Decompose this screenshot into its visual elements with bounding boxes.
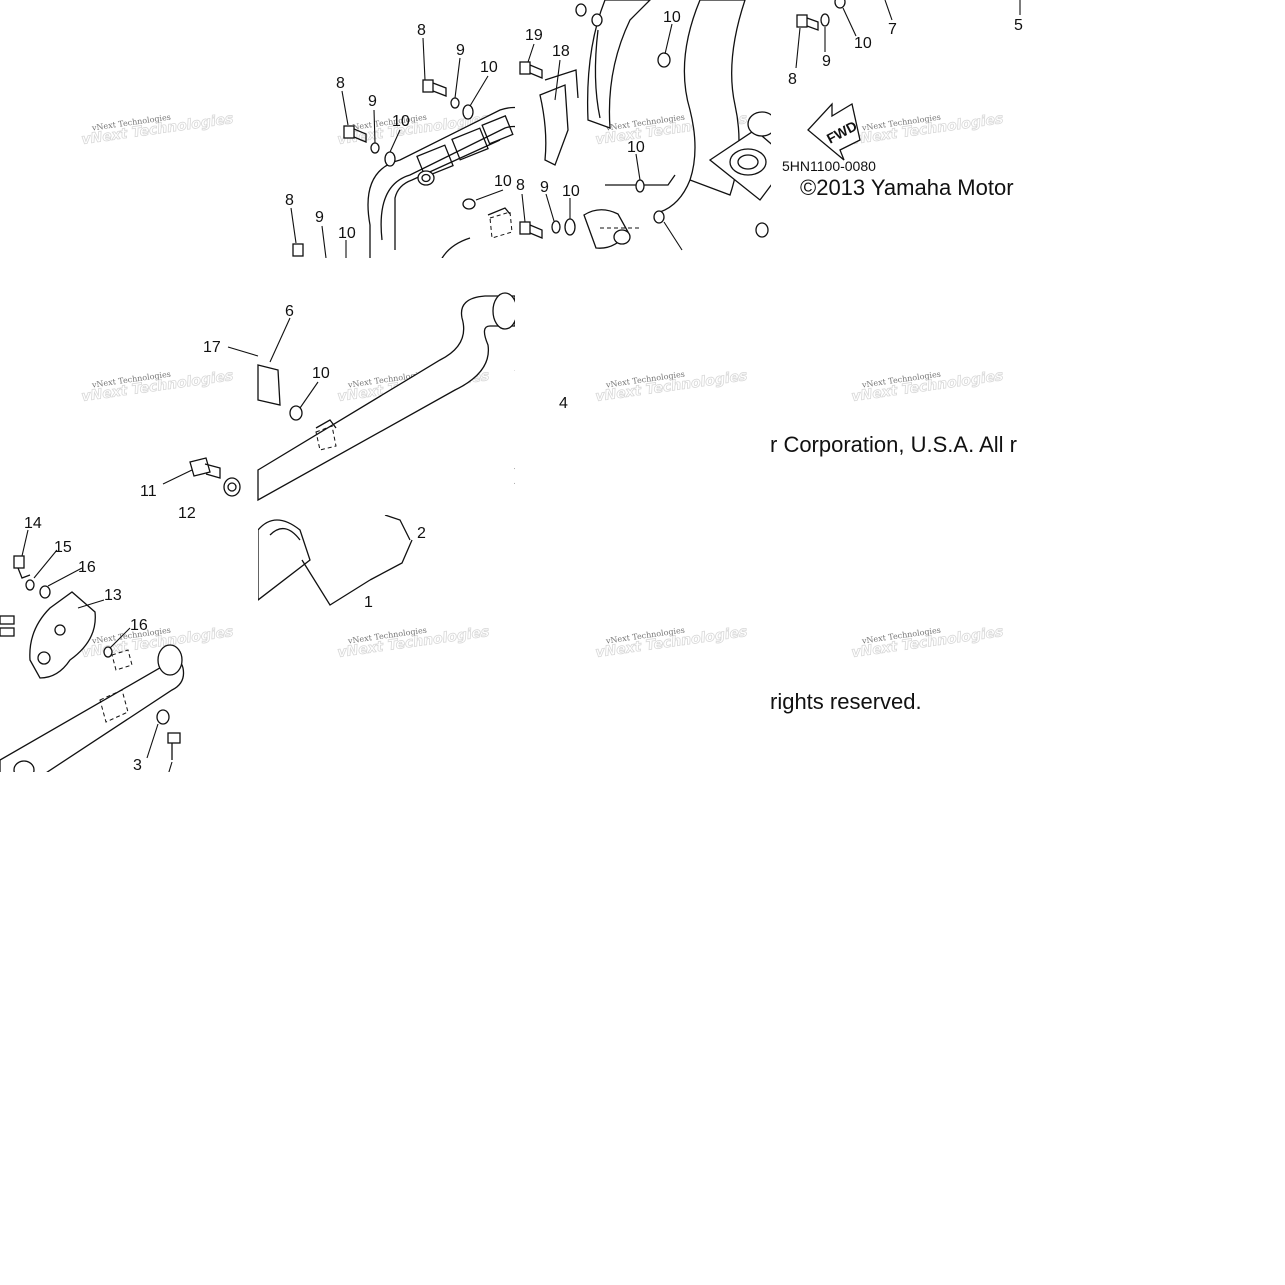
tile-top-left: 8 9 10 8 9 10 10 8 9 10 bbox=[285, 22, 515, 258]
callout-12: 12 bbox=[178, 505, 196, 522]
fwd-arrow: FWD bbox=[807, 102, 861, 161]
callout-4: 4 bbox=[559, 395, 568, 412]
callout-1: 1 bbox=[364, 594, 373, 611]
copyright-line-2: r Corporation, U.S.A. All r bbox=[770, 432, 1017, 457]
callout-14: 14 bbox=[24, 515, 42, 532]
callout-10: 10 bbox=[338, 225, 356, 242]
callout-10: 10 bbox=[392, 113, 410, 130]
tile-top-right: 8 9 10 7 5 FWD 5HN1100-0080 ©2013 Yamaha… bbox=[782, 0, 1023, 200]
callout-16: 16 bbox=[78, 559, 96, 576]
callout-8: 8 bbox=[336, 75, 345, 92]
copyright-line-3: rights reserved. bbox=[770, 689, 922, 714]
callout-8: 8 bbox=[788, 71, 797, 88]
callout-6: 6 bbox=[285, 303, 294, 320]
callout-13: 13 bbox=[104, 587, 122, 604]
callout-10: 10 bbox=[663, 9, 681, 26]
callout-18: 18 bbox=[552, 43, 570, 60]
callout-8: 8 bbox=[516, 177, 525, 194]
diagram-code: 5HN1100-0080 bbox=[782, 158, 876, 174]
callout-9: 9 bbox=[315, 209, 324, 226]
copyright-line-1: ©2013 Yamaha Motor bbox=[800, 175, 1014, 200]
callout-11: 11 bbox=[140, 483, 157, 500]
callout-8: 8 bbox=[285, 192, 294, 209]
callout-10: 10 bbox=[312, 365, 330, 382]
callout-17: 17 bbox=[203, 339, 221, 356]
callout-16: 16 bbox=[130, 617, 148, 634]
tile-bottom-middle: 2 1 rights reserved. bbox=[258, 515, 922, 714]
callout-10: 10 bbox=[480, 59, 498, 76]
callout-19: 19 bbox=[525, 27, 543, 44]
callout-10: 10 bbox=[627, 139, 645, 156]
callout-3: 3 bbox=[133, 757, 142, 774]
tile-middle-left: 6 17 10 11 12 4 r Corporation, U.S.A. Al… bbox=[140, 292, 1017, 522]
callout-10: 10 bbox=[494, 173, 512, 190]
tile-bottom-left: 14 15 16 13 16 3 bbox=[0, 515, 185, 774]
callout-15: 15 bbox=[54, 539, 72, 556]
tile-top-middle: 10 19 18 10 8 9 10 bbox=[516, 0, 771, 251]
callout-9: 9 bbox=[456, 42, 465, 59]
callout-7: 7 bbox=[888, 21, 897, 38]
callout-9: 9 bbox=[822, 53, 831, 70]
callout-10: 10 bbox=[854, 35, 872, 52]
callout-10: 10 bbox=[562, 183, 580, 200]
callout-9: 9 bbox=[368, 93, 377, 110]
callout-2: 2 bbox=[417, 525, 426, 542]
callout-5: 5 bbox=[1014, 17, 1023, 34]
callout-8: 8 bbox=[417, 22, 426, 39]
callout-9: 9 bbox=[540, 179, 549, 196]
